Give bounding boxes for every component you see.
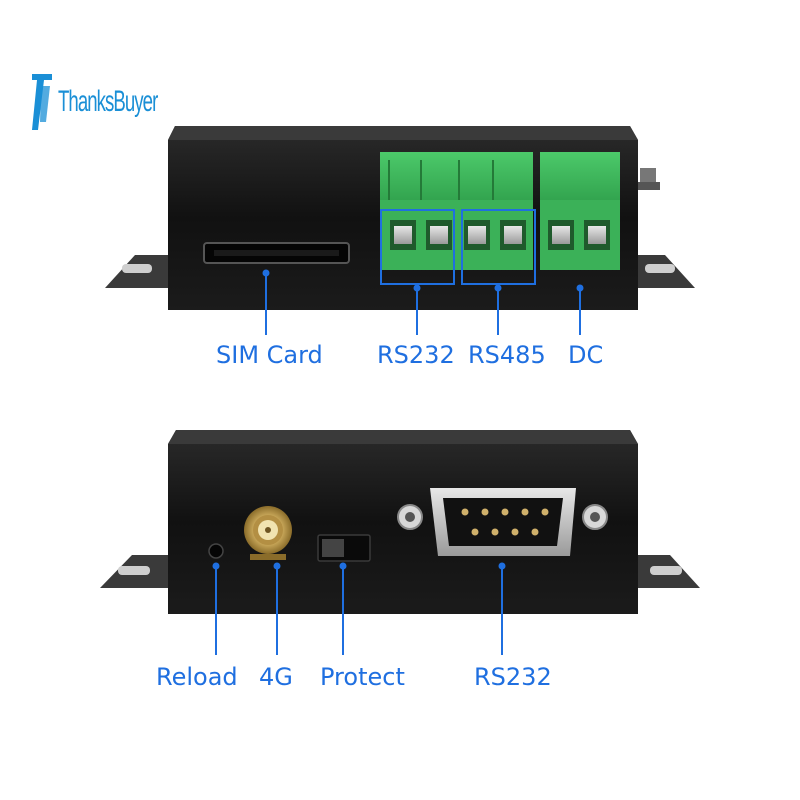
bottom-device [100,430,700,655]
label-4g: 4G [259,663,293,691]
antenna-connector-icon [244,506,292,560]
brand-logo: ThanksBuyer [30,72,218,132]
label-dc: DC [568,341,604,369]
label-rs232-bottom: RS232 [474,663,552,691]
label-sim-card: SIM Card [216,341,323,369]
reload-button-icon [208,543,224,559]
label-rs232-top: RS232 [377,341,455,369]
brand-logo-icon [32,74,52,130]
label-protect: Protect [320,663,405,691]
rs232-highlight-box [380,209,455,285]
top-device [105,126,695,335]
dc-terminal-icon [540,152,620,270]
label-reload: Reload [156,663,238,691]
sim-slot-icon [203,242,350,264]
switch-icon [317,534,371,562]
label-rs485: RS485 [468,341,546,369]
db9-serial-port-icon [397,488,608,556]
rs485-highlight-box [461,209,536,285]
brand-name: ThanksBuyer [58,85,158,118]
terminal-block-icon [380,152,533,270]
